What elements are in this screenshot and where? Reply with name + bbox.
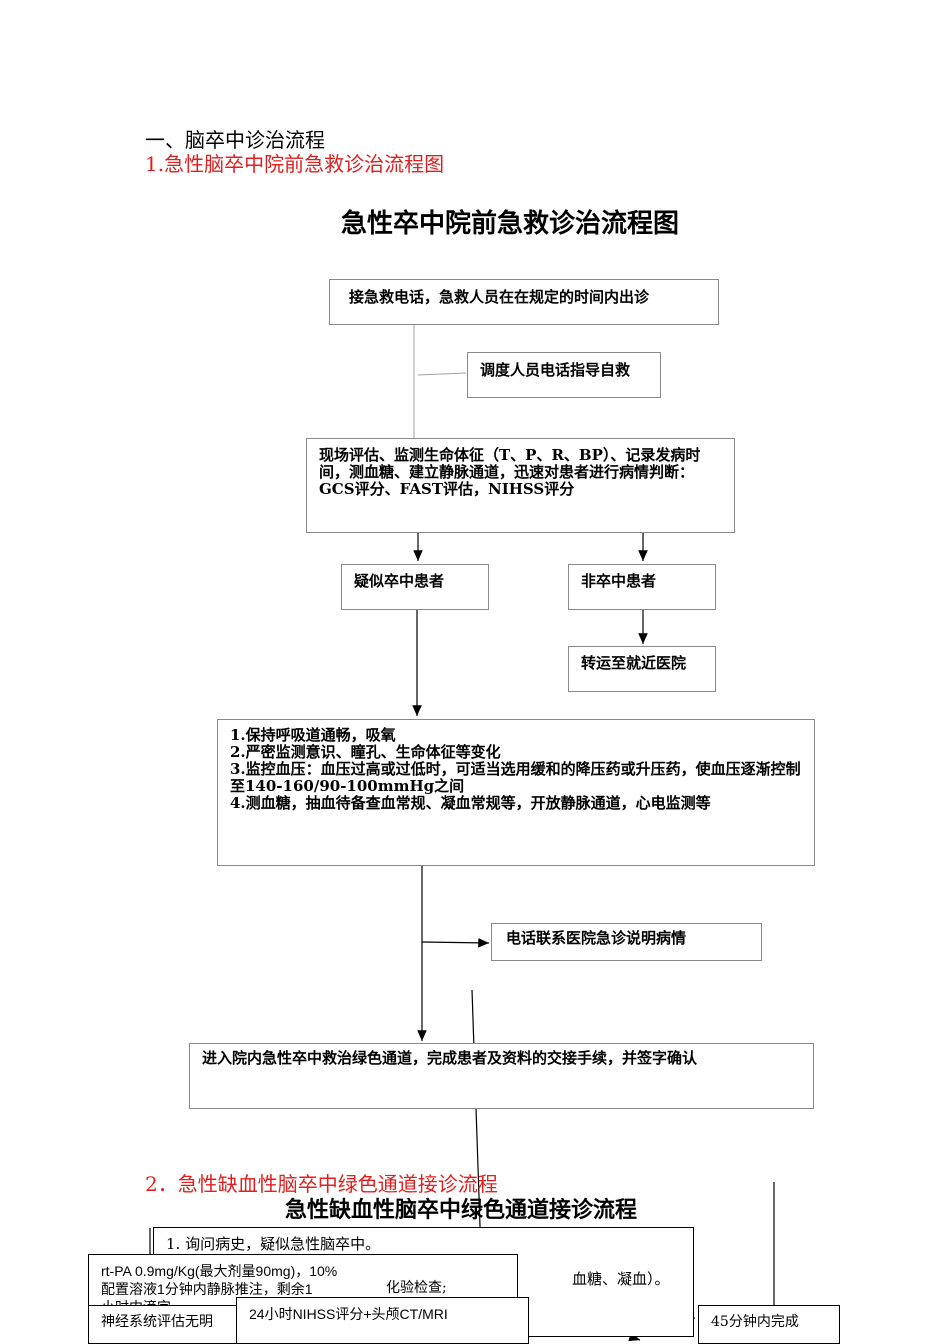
- flowchart-title-prehospital: 急性卒中院前急救诊治流程图: [340, 209, 679, 239]
- box-lab-head-text: 化验检查;: [386, 1280, 447, 1296]
- box-transfer-text: 转运至就近医院: [581, 654, 687, 672]
- box-onsite-assessment: 现场评估、监测生命体征（T、P、R、BP）、记录发病时间，测血糖、建立静脉通道，…: [306, 438, 735, 533]
- box-phone-hospital-text: 电话联系医院急诊说明病情: [506, 929, 687, 947]
- box-suspected-stroke-text: 疑似卒中患者: [354, 572, 445, 590]
- box-suspected-stroke: 疑似卒中患者: [341, 564, 489, 610]
- box-lab-tail-text: 血糖、凝血）。: [572, 1270, 670, 1288]
- box-emergency-call-text: 接急救电话，急救人员在在规定的时间内出诊: [349, 288, 650, 306]
- box-history-text: 1. 询问病史，疑似急性脑卒中。: [166, 1235, 381, 1253]
- box-45-minutes: 45分钟内完成: [698, 1305, 840, 1344]
- box-onsite-treatment-text: 1.保持呼吸道通畅，吸氧 2.严密监测意识、瞳孔、生命体征等变化 3.监控血压：…: [230, 726, 801, 812]
- subsection-heading-green-channel: 2．急性缺血性脑卒中绿色通道接诊流程: [145, 1172, 498, 1196]
- box-transfer-nearest-hospital: 转运至就近医院: [568, 646, 716, 692]
- section-heading: 一、脑卒中诊治流程: [145, 128, 325, 152]
- box-rtpa-text: rt-PA 0.9mg/Kg(最大剂量90mg)，10% 配置溶液1分钟内静脉推…: [101, 1263, 338, 1315]
- box-nihss-text: 24小时NIHSS评分+头颅CT/MRI: [249, 1306, 448, 1322]
- box-onsite-assessment-text: 现场评估、监测生命体征（T、P、R、BP）、记录发病时间，测血糖、建立静脉通道，…: [319, 446, 701, 498]
- box-non-stroke-text: 非卒中患者: [581, 572, 657, 590]
- box-onsite-treatment: 1.保持呼吸道通畅，吸氧 2.严密监测意识、瞳孔、生命体征等变化 3.监控血压：…: [217, 719, 815, 866]
- box-emergency-call: 接急救电话，急救人员在在规定的时间内出诊: [329, 279, 719, 325]
- box-dispatcher-guidance: 调度人员电话指导自救: [467, 352, 661, 398]
- box-dispatcher-guidance-text: 调度人员电话指导自救: [480, 361, 631, 379]
- box-green-channel-text: 进入院内急性卒中救治绿色通道，完成患者及资料的交接手续，并签字确认: [202, 1049, 698, 1067]
- box-45-minutes-text: 45分钟内完成: [711, 1314, 799, 1330]
- box-non-stroke: 非卒中患者: [568, 564, 716, 610]
- box-green-channel-handover: 进入院内急性卒中救治绿色通道，完成患者及资料的交接手续，并签字确认: [189, 1043, 814, 1109]
- box-neuro-text: 神经系统评估无明: [101, 1314, 213, 1330]
- box-nihss-ct-mri: 24小时NIHSS评分+头颅CT/MRI: [236, 1297, 529, 1344]
- subsection-heading-prehospital: 1.急性脑卒中院前急救诊治流程图: [145, 152, 445, 176]
- box-phone-hospital: 电话联系医院急诊说明病情: [491, 923, 762, 961]
- box-neuro-assessment: 神经系统评估无明: [88, 1305, 244, 1344]
- flowchart-title-green-channel: 急性缺血性脑卒中绿色通道接诊流程: [285, 1198, 638, 1223]
